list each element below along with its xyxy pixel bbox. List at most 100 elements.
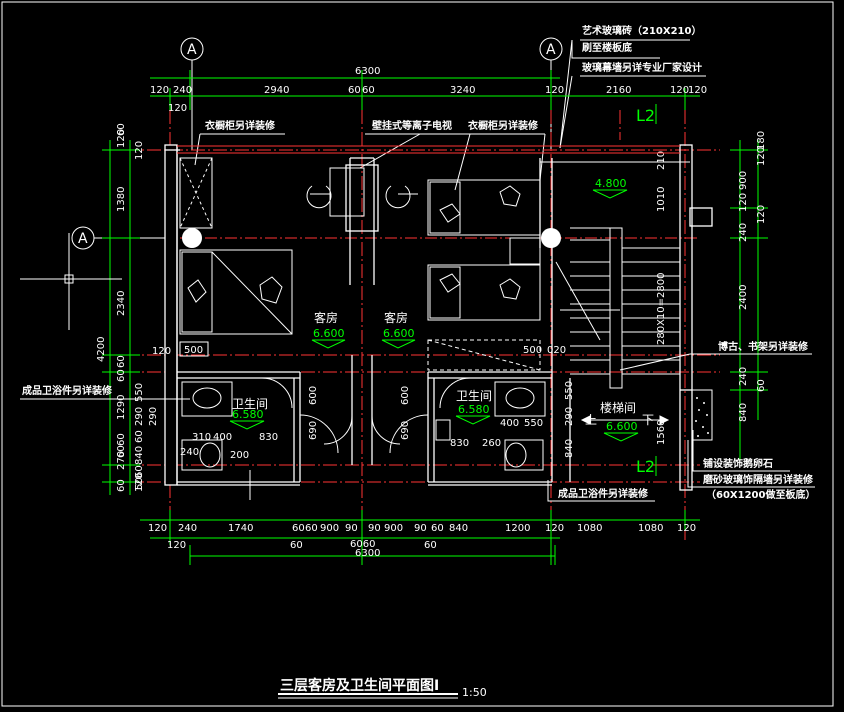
- dim-240: 240: [180, 447, 199, 458]
- dim-right-11: 60: [756, 379, 767, 392]
- note-shower-left: 成品卫浴件另详装修: [22, 384, 113, 397]
- dim-top-4: 2940: [264, 85, 289, 96]
- marker-l2-top: L2: [636, 106, 655, 125]
- dim-top-11: 120: [688, 85, 707, 96]
- dim-right-10: 240: [738, 367, 749, 386]
- dim-600a: 600: [308, 386, 319, 405]
- stair-down: 下: [642, 413, 654, 427]
- wardrobe-left: [179, 157, 213, 229]
- table-chairs: [306, 167, 418, 217]
- glass-wall-top: [177, 145, 690, 163]
- dim-bot-sub: 6060: [350, 539, 375, 550]
- dim-top-10: 120: [670, 85, 689, 96]
- dim-top-5: 60: [348, 85, 361, 96]
- pebble-strip: [691, 389, 713, 441]
- dim-top-3: 120: [168, 103, 187, 114]
- room-labels: 客房 客房 卫生间 卫生间 楼梯间 上 下 6.600 6.600 6.580 …: [229, 177, 654, 442]
- dim-400b: 400: [500, 418, 519, 429]
- dim-top-6: 60: [362, 85, 375, 96]
- dim-right-3: 900: [738, 171, 749, 190]
- dim-w500b: 500: [523, 345, 542, 356]
- dim-bot-14: 120: [545, 523, 564, 534]
- dim-830b: 830: [450, 438, 469, 449]
- dim-left-1: 120: [116, 129, 127, 148]
- dim-left-11: 60: [134, 430, 145, 443]
- dim-left-8: 550: [134, 383, 145, 402]
- dim-bot-under-3: 60: [424, 540, 437, 551]
- note-art-glass: 艺术玻璃砖（210X210）: [582, 24, 701, 37]
- top-notes: 艺术玻璃砖（210X210） 刷至楼板底 玻璃幕墙另详专业厂家设计 衣橱柜另详装…: [194, 24, 706, 191]
- elev-guest-left: 6.600: [313, 327, 345, 340]
- stair-dim-label: 280X10=2800: [656, 273, 667, 346]
- marker-l2-bottom: L2: [636, 457, 655, 476]
- bed-left: [179, 249, 293, 335]
- note-frosted-glass: 磨砂玻璃饰隔墙另详装修: [702, 473, 814, 486]
- dim-left-14: 60: [116, 433, 127, 446]
- dim-bot-under-1: 120: [167, 540, 186, 551]
- dim-bot-9: 900: [384, 523, 403, 534]
- dim-right-1: 180: [756, 131, 767, 150]
- dim-bot-4: 60: [292, 523, 305, 534]
- dim-right-4: 210: [656, 151, 667, 170]
- dim-600b: 600: [400, 386, 411, 405]
- dim-bot-12: 840: [449, 523, 468, 534]
- dim-260: 260: [482, 438, 501, 449]
- note-wardrobe-left: 衣橱柜另详装修: [205, 119, 276, 132]
- elev-landing: 4.800: [595, 177, 627, 190]
- dim-top-8: 120: [545, 85, 564, 96]
- room-guest-right: 客房: [384, 310, 408, 325]
- column-right: [541, 228, 561, 248]
- dim-550: 550: [524, 418, 543, 429]
- dim-690a: 690: [308, 421, 319, 440]
- stair: [555, 227, 680, 425]
- note-bookshelf: 博古、书架另详装修: [718, 340, 809, 353]
- bath-fixtures: [181, 381, 546, 471]
- dim-290l: 290: [148, 407, 159, 426]
- note-wardrobe-right: 衣橱柜另详装修: [468, 119, 539, 132]
- note-shower-bottom: 成品卫浴件另详装修: [558, 487, 649, 500]
- dim-top-9: 2160: [606, 85, 631, 96]
- right-room-dashes: [427, 339, 541, 371]
- note-plasma-tv: 壁挂式等离子电视: [372, 119, 452, 132]
- l2-markers: L2 L2 280X10=2800: [636, 104, 667, 476]
- dim-left-6: 60: [116, 355, 127, 368]
- dim-310: 310: [192, 432, 211, 443]
- dims-bottom: 120 240 1740 60 60 900 90 90 900 90 60 8…: [148, 523, 696, 559]
- ucs-crosshair: [20, 233, 122, 330]
- dim-right-2: 120: [756, 147, 767, 166]
- elev-guest-right: 6.600: [383, 327, 415, 340]
- dim-top-1: 120: [150, 85, 169, 96]
- dim-left-19: 50: [134, 477, 145, 490]
- dim-290r: 290: [564, 407, 575, 426]
- drawing-title: 三层客房及卫生间平面图I: [280, 677, 439, 694]
- dim-right-12: 840: [738, 403, 749, 422]
- dim-bot-16: 1080: [638, 523, 663, 534]
- center-lines: [125, 110, 720, 540]
- dim-690b: 690: [400, 421, 411, 440]
- dim-bot-15: 1080: [577, 523, 602, 534]
- column-left: [182, 228, 202, 248]
- dimension-lines: [102, 70, 768, 565]
- dim-w500a: 500: [184, 345, 203, 356]
- dim-bot-13: 1200: [505, 523, 530, 534]
- note-to-slab: 刷至楼板底: [582, 41, 632, 54]
- dims-left: 120 60 120 1380 2340 4200 60 60 550 290 …: [96, 123, 145, 492]
- dims-right: 180 120 900 210 1010 120 240 120 2400 24…: [656, 131, 767, 445]
- axis-bubble-top-left: A: [187, 42, 197, 58]
- dim-830a: 830: [259, 432, 278, 443]
- drawing-frame: [1, 1, 834, 707]
- dim-top-2: 240: [173, 85, 192, 96]
- inner-dims: 120 500 500 020 600 690 600 690 310 400 …: [148, 341, 575, 461]
- dim-bot-2: 240: [178, 523, 197, 534]
- dim-left-17: 120: [134, 473, 145, 492]
- axis-bubble-left: A: [78, 231, 88, 247]
- title-block: 三层客房及卫生间平面图I 1:50: [278, 677, 487, 699]
- doors: [261, 377, 471, 454]
- dim-w120: 120: [152, 346, 171, 357]
- room-bath-left: 卫生间: [232, 397, 268, 411]
- dim-left-total: 4200: [96, 337, 107, 362]
- drawing-scale: 1:50: [462, 686, 487, 699]
- dim-w020: 020: [547, 345, 566, 356]
- dim-right-8: 120: [756, 205, 767, 224]
- dim-left-10: 1290: [116, 395, 127, 420]
